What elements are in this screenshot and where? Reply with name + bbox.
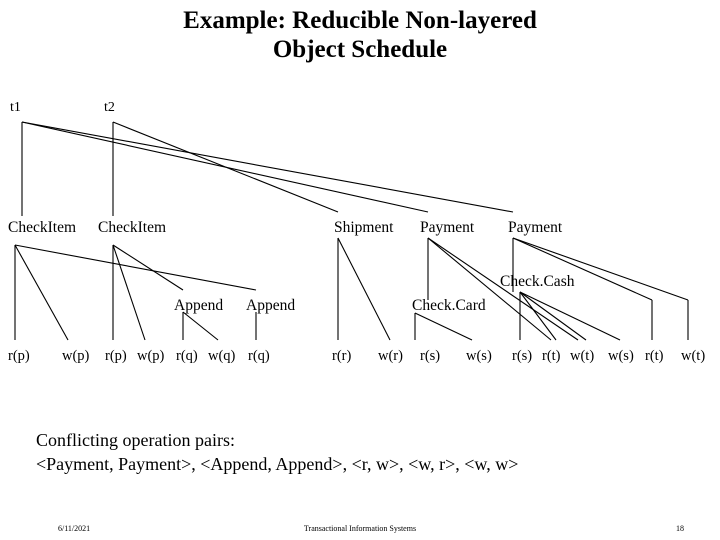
- leaf-operation-15: r(t): [645, 348, 664, 364]
- tree-edge-payment1-2: [427, 237, 579, 341]
- tree-edge-append1-1: [182, 311, 219, 341]
- tree-edge-t2-1: [112, 121, 339, 213]
- node-level3-2: Append: [246, 297, 296, 314]
- node-level3-0: Check.Cash: [500, 273, 575, 290]
- tree-edge-checkitem1-2: [14, 244, 257, 291]
- node-level2-4: Payment: [508, 219, 563, 236]
- page-title-line-1: Example: Reducible Non-layered: [183, 7, 537, 34]
- node-level2-1: CheckItem: [98, 219, 167, 236]
- tree-edge-checkcard-1: [414, 312, 473, 341]
- node-level2-3: Payment: [420, 219, 475, 236]
- tree-edge-checkcash-3: [519, 291, 621, 341]
- tree-edge-checkcash-1: [519, 291, 557, 341]
- node-level2-2: Shipment: [334, 219, 394, 236]
- conflict-note-heading: Conflicting operation pairs:: [36, 430, 235, 450]
- leaf-operation-10: w(s): [466, 348, 492, 364]
- tree-edge-payment2-1: [512, 237, 653, 301]
- footer-book-title: Transactional Information Systems: [303, 524, 417, 533]
- leaf-operation-5: w(q): [208, 348, 236, 364]
- tree-edge-payment2-2: [512, 237, 689, 301]
- leaf-operation-2: r(p): [105, 348, 127, 364]
- tree-edge-checkitem2-2: [112, 244, 184, 291]
- edge-group: [14, 121, 689, 341]
- leaf-operation-13: w(t): [570, 348, 595, 364]
- transaction-label-0: t1: [10, 100, 21, 115]
- page-title-line-2: Object Schedule: [272, 36, 448, 63]
- footer-date: 6/11/2021: [58, 524, 91, 533]
- node-level3-1: Append: [174, 297, 224, 314]
- slide-footer: 6/11/2021 Transactional Information Syst…: [0, 524, 720, 538]
- leaf-operation-9: r(s): [420, 348, 441, 364]
- leaf-operation-14: w(s): [608, 348, 634, 364]
- node-level2-0: CheckItem: [8, 219, 77, 236]
- tree-edge-checkitem2-1: [112, 244, 146, 341]
- tree-edge-checkitem1-1: [14, 244, 69, 341]
- page-title: Example: Reducible Non-layered Object Sc…: [0, 6, 720, 64]
- leaf-operation-8: w(r): [378, 348, 403, 364]
- leaf-operation-11: r(s): [512, 348, 533, 364]
- leaf-operation-0: r(p): [8, 348, 30, 364]
- leaf-operation-7: r(r): [332, 348, 352, 364]
- leaf-operation-3: w(p): [137, 348, 165, 364]
- tree-edge-payment1-1: [427, 237, 552, 341]
- tree-edge-checkcash-2: [519, 291, 587, 341]
- footer-page-number: 18: [676, 524, 684, 533]
- leaf-operation-4: r(q): [176, 348, 198, 364]
- tree-edge-t1-2: [21, 121, 514, 213]
- node-level3-3: Check.Card: [412, 297, 486, 314]
- transaction-label-1: t2: [104, 100, 115, 115]
- conflict-note-pairs: <Payment, Payment>, <Append, Append>, <r…: [36, 454, 519, 474]
- leaf-operation-12: r(t): [542, 348, 561, 364]
- leaf-operation-16: w(t): [681, 348, 706, 364]
- conflicting-pairs-note: Conflicting operation pairs: <Payment, P…: [36, 428, 696, 476]
- leaf-operation-1: w(p): [62, 348, 90, 364]
- tree-edge-shipment-1: [337, 237, 391, 341]
- leaf-operation-6: r(q): [248, 348, 270, 364]
